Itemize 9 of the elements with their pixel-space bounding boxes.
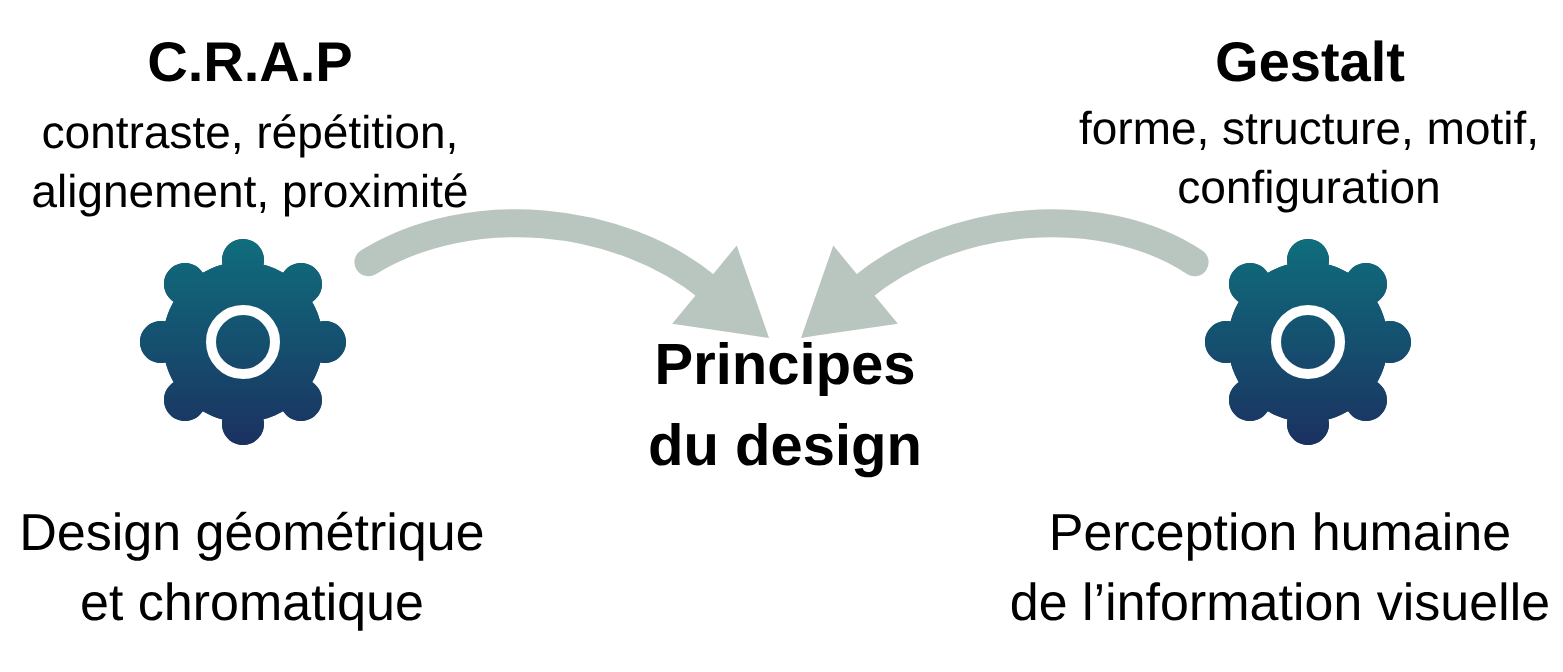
heading: Gestalt [1217,40,1405,82]
gear-icon [140,239,346,445]
heading: C.R.A.P [149,41,351,82]
description: Design géométrique et chromatique [23,511,483,631]
gear-icon [1205,239,1411,445]
keyword-list: forme, structure, motif, configuration [1079,110,1535,213]
description: Perception humaine de l’information visuelle [1011,512,1548,621]
keyword-list: contraste, répétition, alignement, proximité [33,114,467,217]
topic-label: Principes du design [650,342,919,478]
